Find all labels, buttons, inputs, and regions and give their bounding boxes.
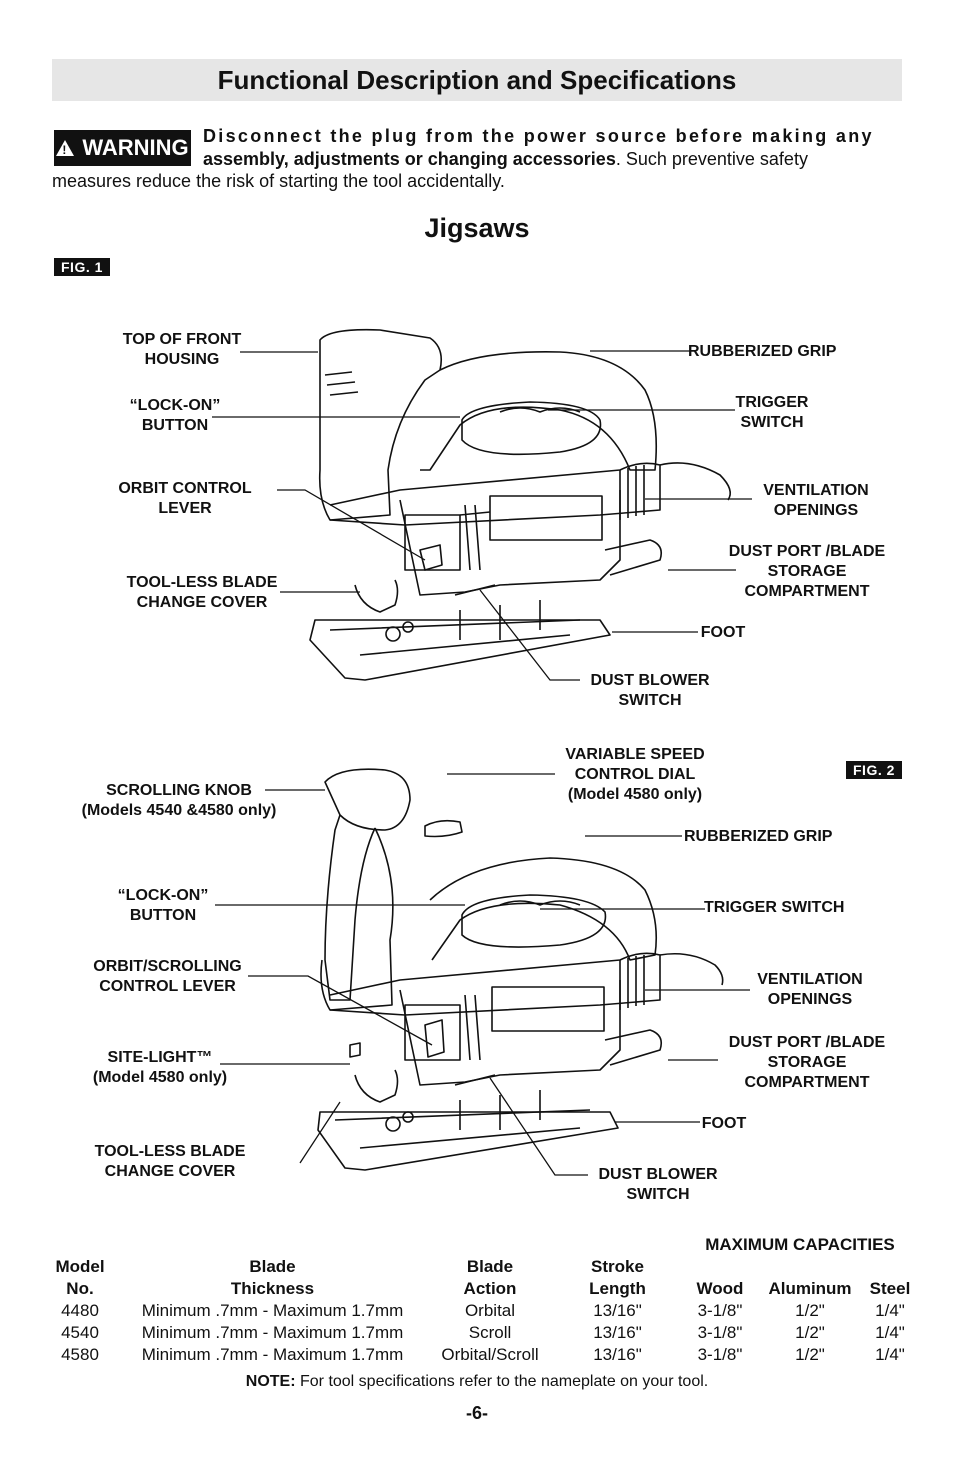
specs-header-row-2: No. Thickness Action Length Wood Aluminu… <box>40 1278 920 1300</box>
warning-triangle-icon: ! <box>56 140 75 157</box>
fig1-tag: FIG. 1 <box>54 258 110 276</box>
label-foot-2: FOOT <box>701 1115 747 1132</box>
specs-group-header-row: MAXIMUM CAPACITIES <box>40 1234 920 1256</box>
label-rubberized-grip-2: RUBBERIZED GRIP <box>684 828 833 845</box>
label-scrolling-knob: SCROLLING KNOB(Models 4540 &4580 only) <box>81 782 277 819</box>
header-steel <box>860 1256 920 1278</box>
note-text: For tool specifications refer to the nam… <box>295 1373 709 1390</box>
label-lock-on-button: “LOCK-ON”BUTTON <box>129 397 221 434</box>
header-aluminum-2: Aluminum <box>768 1279 852 1298</box>
warning-badge: ! WARNING <box>54 130 191 166</box>
specs-note: NOTE: For tool specifications refer to t… <box>0 1373 954 1391</box>
label-trigger-switch-2: TRIGGER SWITCH <box>704 899 845 916</box>
header-aluminum <box>760 1256 860 1278</box>
warning-line-2-rest: . Such preventive safety <box>615 149 808 169</box>
specs-header-row-1: Model Blade Blade Stroke <box>40 1256 920 1278</box>
header-blade-action: Blade <box>466 1257 514 1276</box>
label-site-light: SITE-LIGHT™(Model 4580 only) <box>92 1049 228 1086</box>
warning-line-3: measures reduce the risk of starting the… <box>52 171 505 191</box>
specs-table: MAXIMUM CAPACITIES Model Blade Blade Str… <box>40 1234 920 1366</box>
header-blade-thickness: Blade <box>249 1257 296 1276</box>
header-wood-2: Wood <box>696 1279 744 1298</box>
page-number: -6- <box>466 1403 488 1423</box>
header-blade-thickness-2: Thickness <box>230 1279 315 1298</box>
label-lock-on-button-2: “LOCK-ON”BUTTON <box>117 887 209 924</box>
warning-badge-label: WARNING <box>82 135 189 160</box>
header-model-2: No. <box>66 1279 94 1298</box>
header-model: Model <box>55 1257 105 1276</box>
header-blade-action-2: Action <box>463 1279 517 1298</box>
jigsaw-fig2-drawing <box>317 768 724 1171</box>
title-bar: Functional Description and Specification… <box>52 59 902 101</box>
label-foot: FOOT <box>700 624 746 641</box>
leader-lines <box>212 350 752 1176</box>
warning-line-1: Disconnect the plug from the power sourc… <box>203 126 874 146</box>
header-stroke-length-2: Length <box>589 1279 646 1298</box>
max-capacities-header: MAXIMUM CAPACITIES <box>705 1235 895 1254</box>
section-subtitle: Jigsaws <box>424 213 530 243</box>
header-steel-2: Steel <box>869 1279 911 1298</box>
header-wood <box>680 1256 760 1278</box>
page-title: Functional Description and Specification… <box>217 64 737 95</box>
label-rubberized-grip: RUBBERIZED GRIP <box>688 343 837 360</box>
warning-line-2-bold: assembly, adjustments or changing access… <box>203 149 616 169</box>
fig2-tag: FIG. 2 <box>846 761 902 779</box>
jigsaw-fig1-drawing <box>309 328 731 681</box>
header-stroke-length: Stroke <box>591 1257 644 1276</box>
warning-text: Disconnect the plug from the power sourc… <box>203 125 903 171</box>
note-label: NOTE: <box>245 1373 296 1390</box>
